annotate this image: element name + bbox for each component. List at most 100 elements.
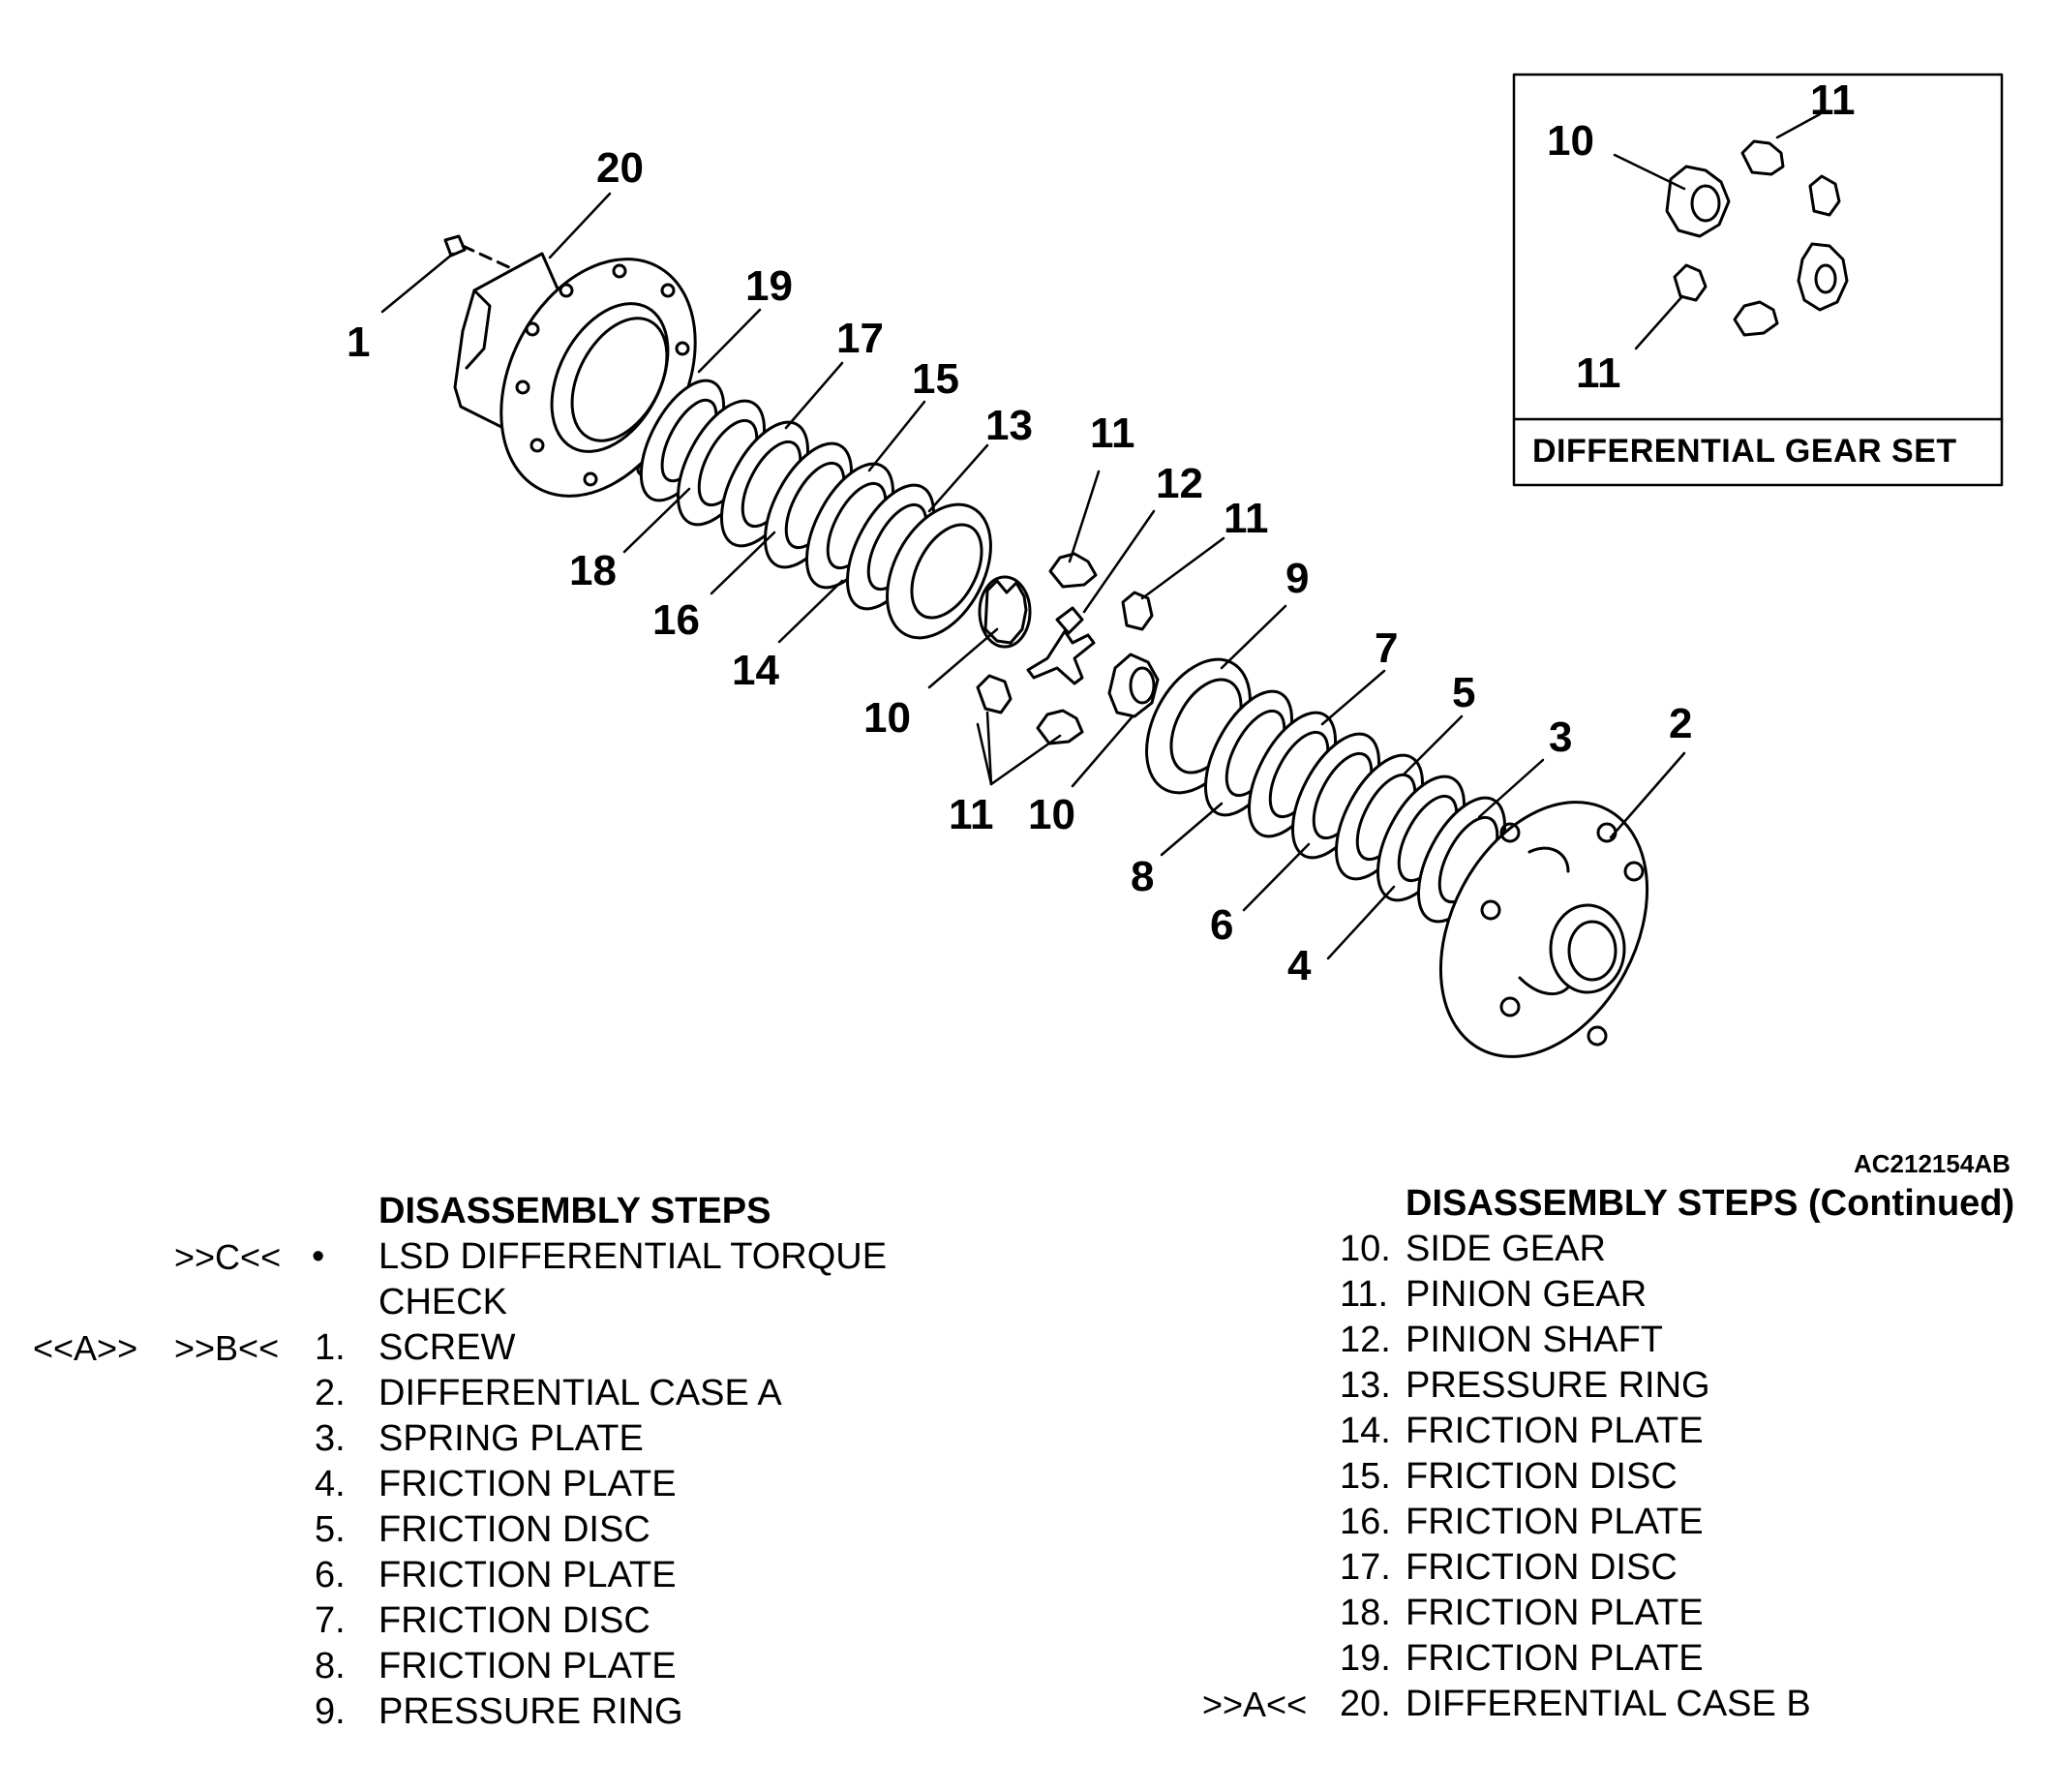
step-text: FRICTION PLATE	[378, 1464, 677, 1504]
step-row: 6. FRICTION PLATE	[0, 1553, 968, 1598]
step-number: 20.	[1340, 1684, 1391, 1724]
step-row: 7. FRICTION DISC	[0, 1598, 968, 1644]
step-row: >>C<< • LSD DIFFERENTIAL TORQUE	[0, 1234, 968, 1280]
step-text: LSD DIFFERENTIAL TORQUE	[378, 1236, 888, 1277]
step-row: <<A>> >>B<< 1. SCREW	[0, 1325, 968, 1371]
step-text: PRESSURE RING	[378, 1691, 683, 1732]
callout-13: 13	[985, 402, 1033, 449]
inset-pinion-bottom	[1733, 300, 1779, 337]
callout-19: 19	[745, 262, 793, 310]
callout-14: 14	[732, 647, 779, 694]
step-number: 8.	[315, 1646, 346, 1686]
steps-heading-text: DISASSEMBLY STEPS (Continued)	[1406, 1183, 2015, 1224]
part-10-side-gear-left	[978, 575, 1032, 649]
step-number: 16.	[1340, 1502, 1391, 1542]
step-number: 5.	[315, 1509, 346, 1550]
step-row: 16. FRICTION PLATE	[1191, 1500, 2052, 1545]
step-number: 6.	[315, 1555, 346, 1595]
step-text: FRICTION DISC	[378, 1600, 650, 1641]
step-text: PINION GEAR	[1406, 1274, 1648, 1315]
callout-10-left: 10	[863, 694, 911, 742]
part-11-pinion-gear-lower	[1036, 709, 1084, 745]
callout-8: 8	[1131, 853, 1154, 900]
callout-17: 17	[836, 315, 884, 362]
step-number: 17.	[1340, 1547, 1391, 1588]
part-13-pressure-ring	[886, 502, 992, 640]
part-11-pinion-gear-lower-left	[976, 674, 1013, 714]
callout-4: 4	[1287, 942, 1312, 989]
step-text: FRICTION PLATE	[1406, 1411, 1704, 1451]
leader-lines	[380, 192, 1686, 960]
step-row: 4. FRICTION PLATE	[0, 1462, 968, 1507]
callout-11-top: 11	[1090, 410, 1135, 457]
step-row: 5. FRICTION DISC	[0, 1507, 968, 1553]
disassembly-steps-right: DISASSEMBLY STEPS (Continued) 10. SIDE G…	[1191, 1181, 2052, 1727]
step-text: SIDE GEAR	[1406, 1229, 1606, 1269]
step-text: SPRING PLATE	[378, 1418, 644, 1459]
step-number: •	[312, 1236, 325, 1277]
step-text: PRESSURE RING	[1406, 1365, 1710, 1406]
step-row: 8. FRICTION PLATE	[0, 1644, 968, 1689]
step-number: 4.	[315, 1464, 346, 1504]
callout-12: 12	[1156, 460, 1203, 507]
callout-2: 2	[1669, 700, 1692, 747]
step-marker-2: >>B<<	[174, 1328, 280, 1368]
step-text: FRICTION PLATE	[1406, 1502, 1704, 1542]
step-number: 2.	[315, 1373, 346, 1413]
figure-code: AC212154AB	[1854, 1149, 2011, 1178]
inset-callout-11-bottom: 11	[1576, 349, 1621, 397]
step-text: FRICTION PLATE	[1406, 1593, 1704, 1633]
step-number: 9.	[315, 1691, 346, 1732]
step-number: 19.	[1340, 1638, 1391, 1679]
step-text: FRICTION PLATE	[378, 1646, 677, 1686]
part-11-pinion-gear-right	[1121, 591, 1154, 631]
step-number: 7.	[315, 1600, 346, 1641]
disassembly-steps-left: DISASSEMBLY STEPS >>C<< • LSD DIFFERENTI…	[0, 1189, 968, 1735]
step-number: 18.	[1340, 1593, 1391, 1633]
inset-callout-10: 10	[1547, 117, 1594, 165]
step-number: 11.	[1340, 1274, 1389, 1315]
step-text: FRICTION PLATE	[378, 1555, 677, 1595]
callout-20: 20	[596, 144, 644, 192]
step-marker-1: <<A>>	[33, 1328, 138, 1368]
callout-labels: 1 20 19 17 15 13 18 16 14 11 12 11 9 10 …	[347, 76, 1856, 989]
step-text: FRICTION DISC	[1406, 1456, 1678, 1497]
callout-5: 5	[1452, 669, 1475, 716]
step-number: 1.	[315, 1327, 346, 1368]
inset-pinion-right	[1808, 174, 1841, 217]
step-number: 15.	[1340, 1456, 1391, 1497]
inset-pinion-left	[1673, 263, 1708, 302]
callout-1: 1	[347, 319, 370, 366]
step-row: 13. PRESSURE RING	[1191, 1363, 2052, 1409]
steps-heading-text: DISASSEMBLY STEPS	[378, 1191, 771, 1231]
step-text: SCREW	[378, 1327, 516, 1368]
steps-heading: DISASSEMBLY STEPS (Continued)	[1191, 1181, 2052, 1227]
inset-pinion-top	[1740, 139, 1785, 176]
step-row: 2. DIFFERENTIAL CASE A	[0, 1371, 968, 1416]
inset-leader-lines	[1613, 112, 1822, 350]
inset-callout-11-top: 11	[1810, 76, 1856, 124]
step-row: >>A<< 20. DIFFERENTIAL CASE B	[1191, 1682, 2052, 1727]
step-text: DIFFERENTIAL CASE B	[1406, 1684, 1811, 1724]
step-row: 3. SPRING PLATE	[0, 1416, 968, 1462]
callout-10-right: 10	[1028, 791, 1075, 838]
step-number: 14.	[1340, 1411, 1391, 1451]
step-row: 19. FRICTION PLATE	[1191, 1636, 2052, 1682]
step-row: CHECK	[0, 1280, 968, 1325]
callout-11-bottom: 11	[949, 791, 994, 838]
step-text: FRICTION DISC	[1406, 1547, 1678, 1588]
inset-side-gear-right	[1797, 242, 1849, 312]
part-20-differential-case-b	[453, 252, 697, 498]
step-text: DIFFERENTIAL CASE A	[378, 1373, 782, 1413]
step-number: 10.	[1340, 1229, 1391, 1269]
step-row: 10. SIDE GEAR	[1191, 1227, 2052, 1272]
part-11-pinion-gear-top	[1048, 552, 1098, 589]
callout-11-right: 11	[1224, 495, 1269, 542]
step-marker-2: >>C<<	[174, 1237, 282, 1277]
step-number: 12.	[1340, 1320, 1391, 1360]
part-12-pinion-shaft	[1026, 606, 1096, 685]
step-number: 3.	[315, 1418, 346, 1459]
step-text: PINION SHAFT	[1406, 1320, 1664, 1360]
part-2-differential-case-a	[1438, 801, 1649, 1058]
